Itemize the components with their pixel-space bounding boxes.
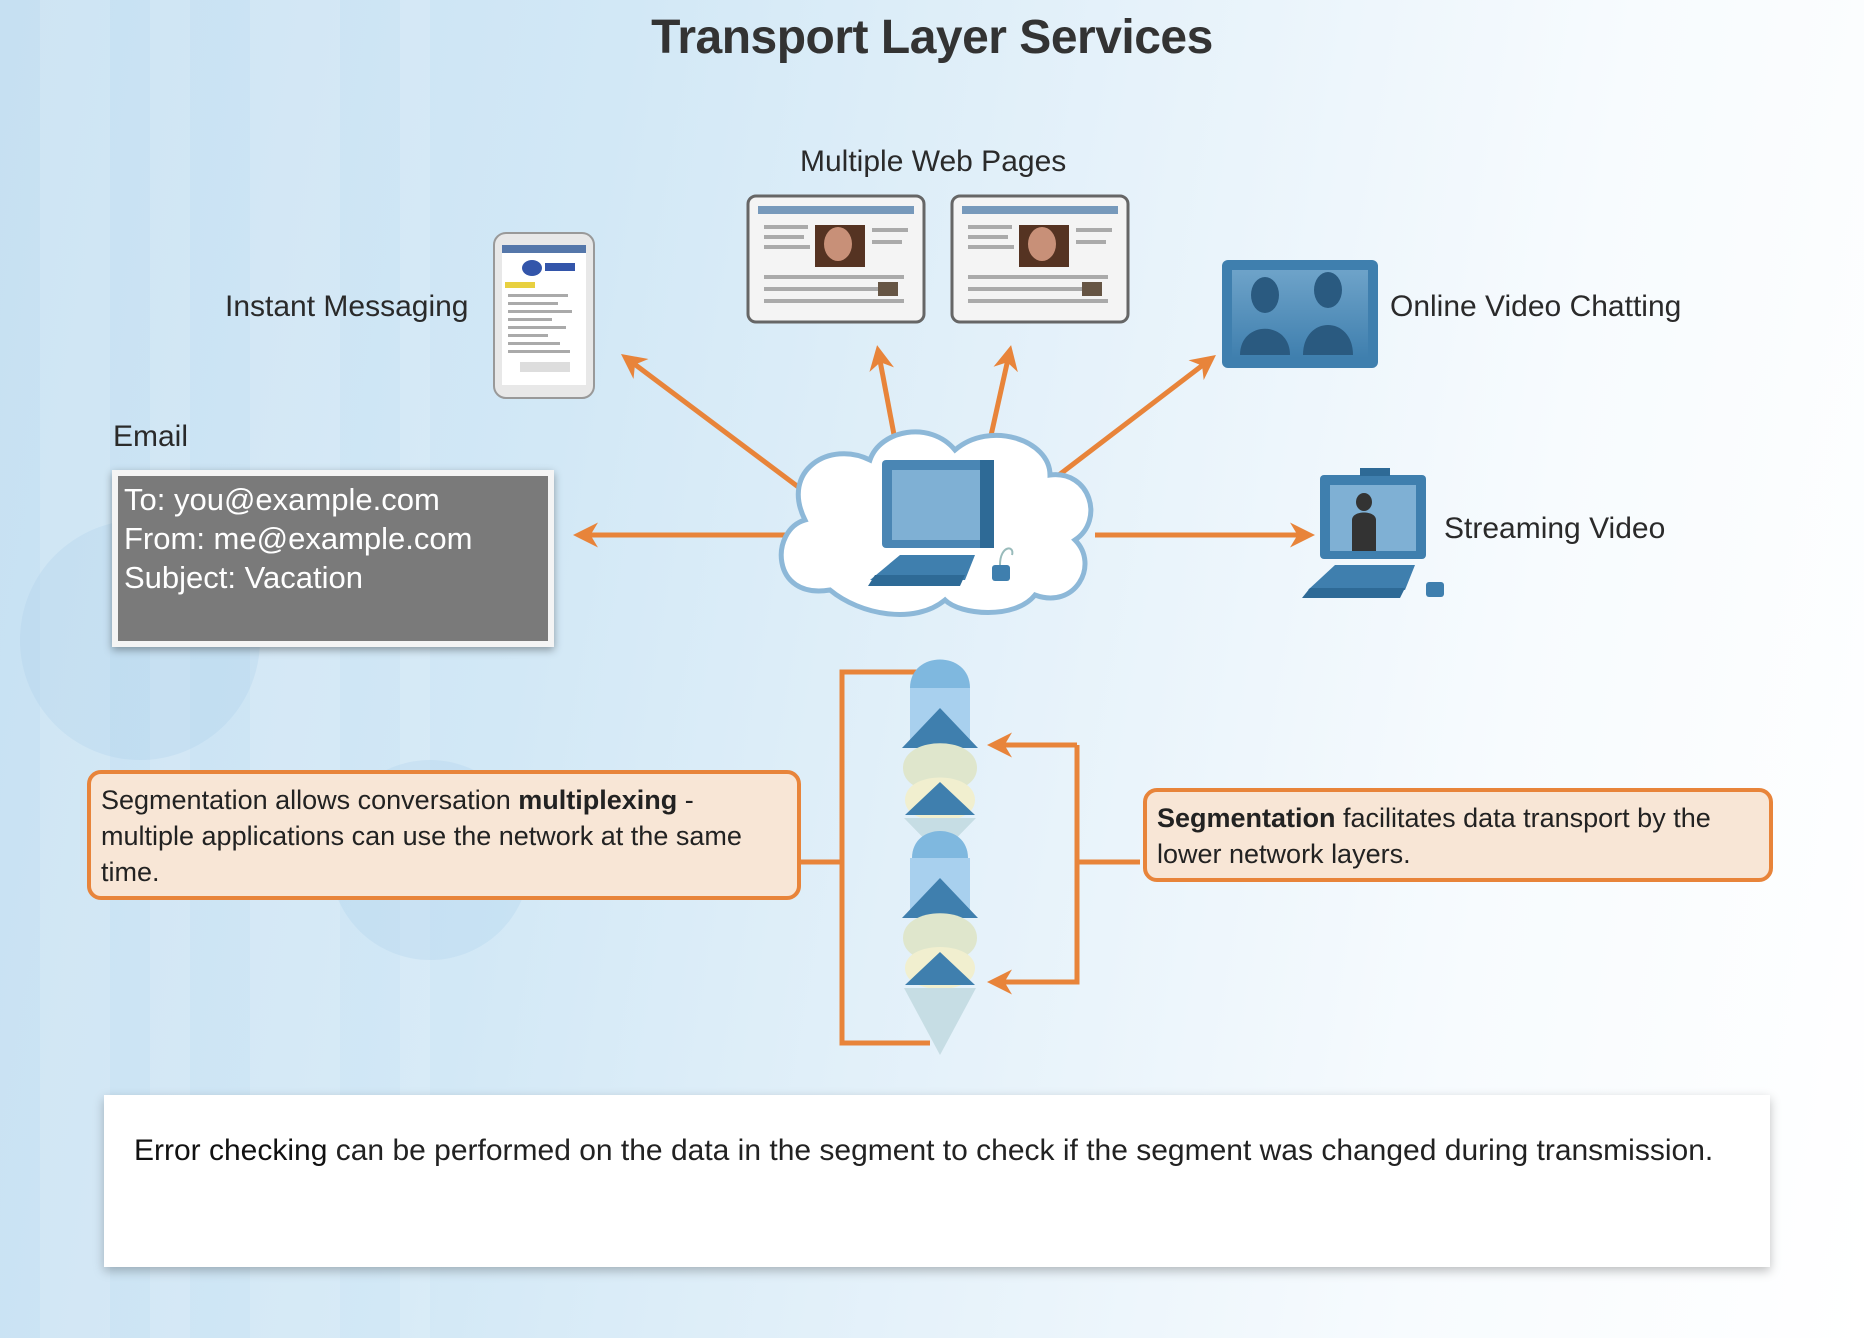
- arrow-to-web1: [869, 345, 898, 441]
- arrow-to-video-chat: [1053, 354, 1216, 480]
- label-instant-messaging: Instant Messaging: [225, 290, 469, 323]
- multiplexing-callout: Segmentation allows conversation multipl…: [87, 770, 801, 900]
- label-online-video-chatting: Online Video Chatting: [1390, 290, 1682, 323]
- segmentation-term: Segmentation: [1157, 803, 1336, 833]
- transport-callout-text: facilitates data transport by the lower …: [1157, 803, 1711, 869]
- email-subject: Subject: Vacation: [124, 560, 363, 595]
- error-checking-term: Error checking: [134, 1134, 328, 1167]
- computer-icon: [868, 460, 1014, 586]
- email-to: To: you@example.com: [124, 482, 440, 517]
- error-checking-box: Error checking can be performed on the d…: [104, 1095, 1770, 1267]
- page-title: Transport Layer Services: [651, 11, 1213, 64]
- segment-stack-icon: [902, 659, 978, 1055]
- streaming-computer-icon: [1302, 468, 1444, 598]
- background-stripe: [40, 0, 110, 1338]
- label-email: Email: [113, 420, 189, 453]
- label-streaming-video: Streaming Video: [1444, 512, 1666, 545]
- video-chat-icon: [1222, 260, 1378, 368]
- multiplexing-term: multiplexing: [518, 785, 678, 815]
- webpage-icon: [950, 194, 1130, 324]
- multiplexing-callout-text-end: - multiple applications can use the netw…: [101, 785, 742, 887]
- right-bracket-top: [1074, 745, 1140, 865]
- arrow-to-web2: [987, 345, 1018, 441]
- error-checking-text: can be performed on the data in the segm…: [327, 1134, 1714, 1167]
- right-bracket-bottom: [1000, 862, 1080, 985]
- pda-icon: [493, 232, 595, 399]
- arrows: [573, 345, 1315, 548]
- label-multiple-web-pages: Multiple Web Pages: [800, 145, 1067, 178]
- segmentation-brackets: [800, 669, 1140, 1046]
- transport-callout: Segmentation facilitates data transport …: [1143, 788, 1773, 882]
- email-message-box: To: you@example.com From: me@example.com…: [112, 470, 554, 647]
- arrow-to-im: [621, 354, 807, 494]
- left-bracket: [839, 669, 930, 1046]
- webpage-icon: [746, 194, 926, 324]
- multiplexing-callout-text: Segmentation allows conversation: [101, 785, 519, 815]
- email-from: From: me@example.com: [124, 521, 473, 556]
